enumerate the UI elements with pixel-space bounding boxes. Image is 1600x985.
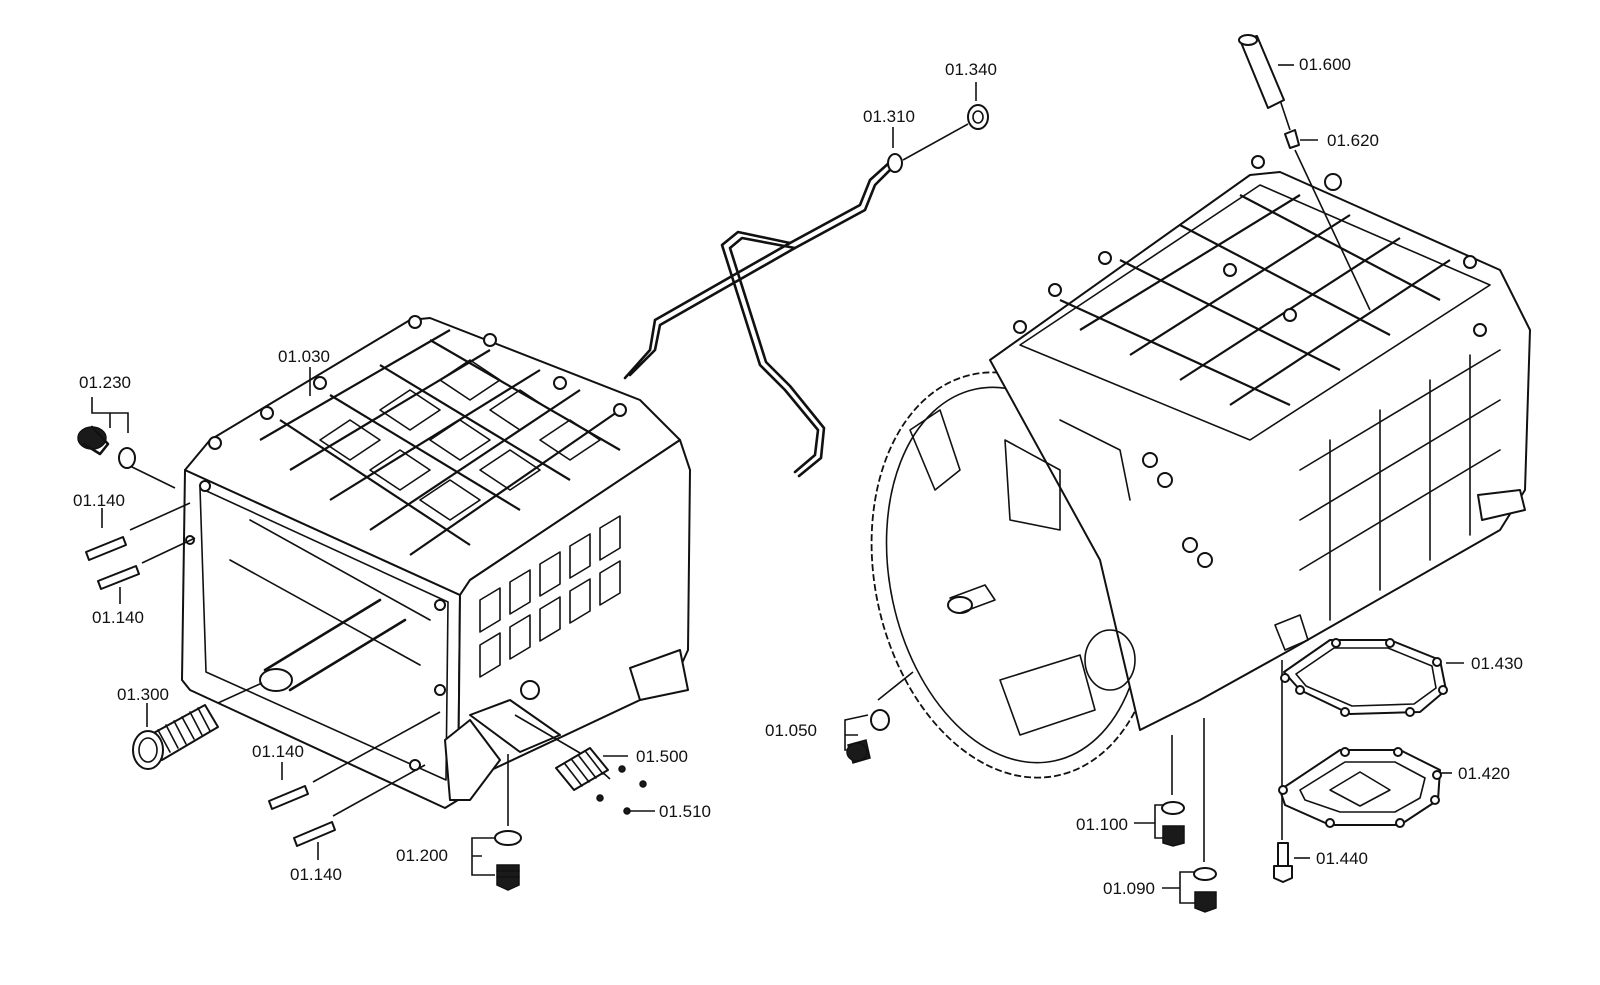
- label-01-420: 01.420: [1458, 764, 1510, 783]
- breather-pipe: [623, 104, 989, 478]
- label-01-510: 01.510: [659, 802, 711, 821]
- label-01-140-a: 01.140: [73, 491, 125, 510]
- label-01-230: 01.230: [79, 373, 131, 392]
- label-01-620: 01.620: [1327, 131, 1379, 150]
- left-gearbox-housing: [181, 315, 691, 809]
- label-01-140-d: 01.140: [290, 865, 342, 884]
- label-01-030: 01.030: [278, 347, 330, 366]
- pipe-leader-lines: [892, 82, 977, 161]
- left-small-parts: [77, 425, 647, 891]
- label-01-100: 01.100: [1076, 815, 1128, 834]
- label-01-140-c: 01.140: [252, 742, 304, 761]
- label-01-300: 01.300: [117, 685, 169, 704]
- label-01-090: 01.090: [1103, 879, 1155, 898]
- right-gearbox-housing: [870, 155, 1531, 779]
- right-small-parts: [846, 34, 1448, 913]
- label-01-050: 01.050: [765, 721, 817, 740]
- label-01-440: 01.440: [1316, 849, 1368, 868]
- label-01-340: 01.340: [945, 60, 997, 79]
- label-01-500: 01.500: [636, 747, 688, 766]
- label-01-200: 01.200: [396, 846, 448, 865]
- right-leader-lines: [844, 64, 1464, 904]
- label-01-430: 01.430: [1471, 654, 1523, 673]
- label-01-140-b: 01.140: [92, 608, 144, 627]
- left-leader-lines: [91, 367, 655, 876]
- part-labels: 01.030 01.230 01.140 01.140 01.140 01.14…: [73, 55, 1523, 898]
- label-01-310: 01.310: [863, 107, 915, 126]
- label-01-600: 01.600: [1299, 55, 1351, 74]
